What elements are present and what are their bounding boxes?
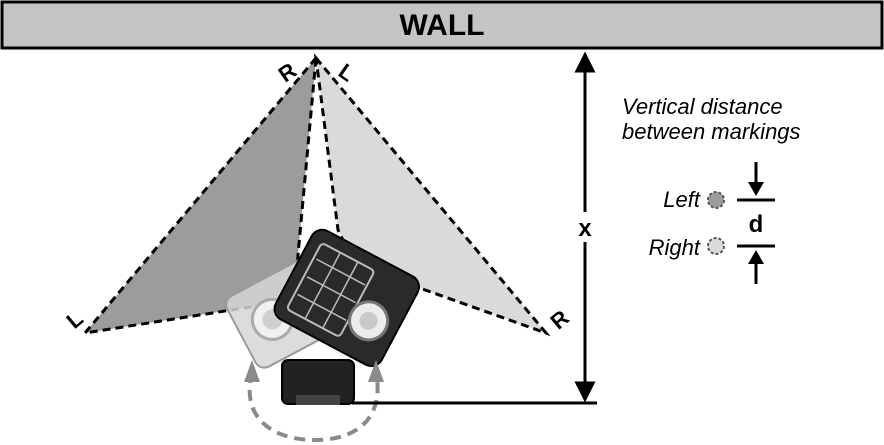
legend-caption-line2: between markings <box>622 119 801 144</box>
d-top-arrow <box>748 182 764 196</box>
legend-right-label: Right <box>649 235 701 260</box>
beam-tag-bottom-r: R <box>546 305 574 334</box>
distance-x-indicator: x <box>352 51 598 405</box>
laser-base <box>281 359 355 405</box>
left-beam-fan <box>81 53 318 336</box>
right-marking-dot <box>707 237 725 255</box>
wall: WALL <box>0 0 884 50</box>
distance-x-label: x <box>578 215 592 242</box>
wall-bar <box>0 0 884 50</box>
legend-left-label: Left <box>663 187 701 212</box>
legend-caption-line1: Vertical distance <box>622 94 783 119</box>
beam-tag-bottom-l: L <box>61 306 87 334</box>
d-bottom-arrow <box>748 250 764 264</box>
rotation-arrow <box>244 360 384 443</box>
d-label: d <box>749 211 764 238</box>
laser-device-main <box>273 228 420 368</box>
left-marking-dot <box>707 191 725 209</box>
legend: Vertical distance between markings Left … <box>622 94 801 284</box>
wall-label: WALL <box>400 9 485 42</box>
